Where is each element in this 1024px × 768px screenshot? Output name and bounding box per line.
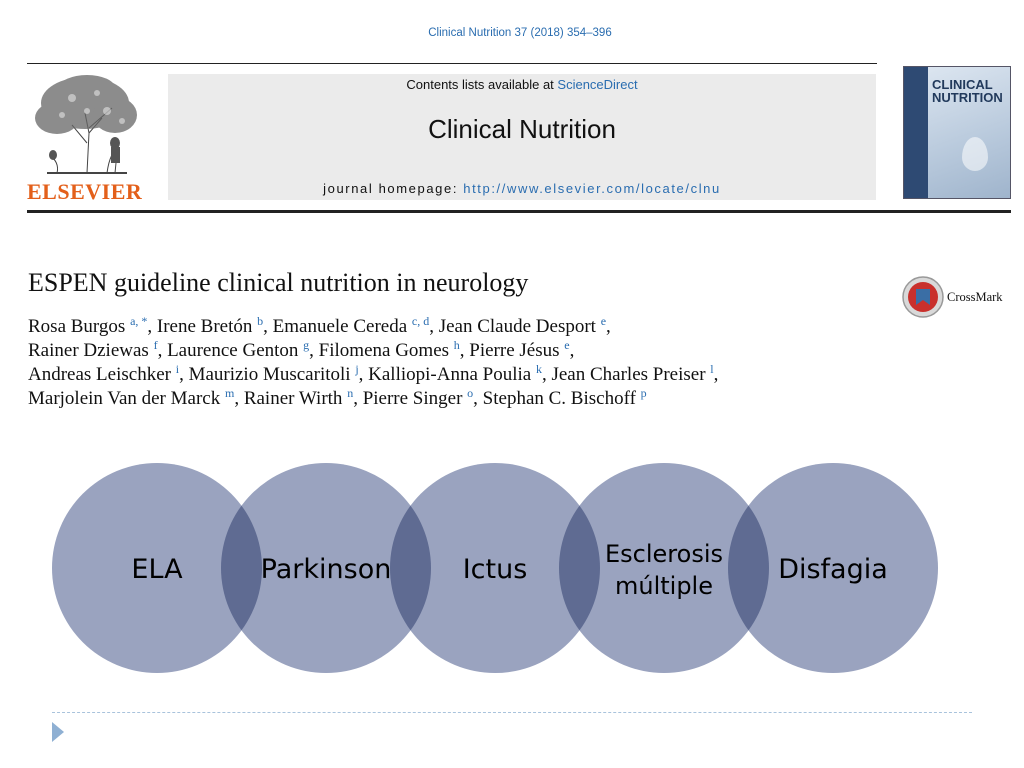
author-separator: , [179, 364, 189, 385]
author-separator: , [541, 364, 552, 385]
author-affiliation-link[interactable]: a, * [130, 314, 148, 328]
slide-divider [52, 712, 972, 713]
author-separator: , [157, 340, 168, 361]
author-name: Pierre Singer [362, 388, 468, 409]
author-name: Pierre Jésus [469, 340, 565, 361]
crossmark-label: CrossMark [947, 290, 1003, 304]
author-separator: , [459, 340, 470, 361]
author-name: Kalliopi-Anna Poulia [368, 364, 536, 385]
author-separator: , [353, 388, 363, 409]
cover-strip [904, 67, 928, 198]
author-affiliation-link[interactable]: b [257, 314, 264, 328]
author-separator: , [713, 364, 719, 385]
venn-label: Esclerosis [605, 540, 723, 568]
cover-title: CLINICAL NUTRITION [932, 77, 1003, 105]
author-name: Maurizio Muscaritoli [188, 364, 356, 385]
author-affiliation-link[interactable]: m [224, 386, 235, 400]
author-name: Jean Charles Preiser [551, 364, 711, 385]
bullet-arrow-icon [52, 722, 64, 742]
author-name: Stephan C. Bischoff [482, 388, 641, 409]
author-name: Rainer Dziewas [28, 340, 154, 361]
author-separator: , [429, 316, 439, 337]
author-line: Rainer Dziewas f, Laurence Genton g, Fil… [28, 339, 908, 363]
publisher-name: ELSEVIER [27, 179, 143, 204]
author-name: Filomena Gomes [318, 340, 454, 361]
author-name: Laurence Genton [167, 340, 304, 361]
journal-title: Clinical Nutrition [428, 114, 616, 144]
tree-engraving-icon [35, 75, 137, 174]
author-separator: , [473, 388, 483, 409]
author-affiliation-link[interactable]: e [600, 314, 607, 328]
venn-label: Parkinson [261, 554, 392, 585]
elsevier-logo: ELSEVIER [27, 73, 143, 204]
author-separator: , [234, 388, 244, 409]
author-name: Jean Claude Desport [438, 316, 601, 337]
venn-circle [52, 463, 262, 673]
author-affiliation-link[interactable]: e [564, 338, 570, 352]
contents-line: Contents lists available at ScienceDirec… [168, 77, 876, 92]
venn-label: Ictus [463, 554, 528, 585]
author-separator: , [358, 364, 369, 385]
crossmark-icon [902, 276, 944, 318]
author-line: Andreas Leischker i, Maurizio Muscaritol… [28, 363, 908, 387]
crossmark-badge[interactable]: CrossMark [901, 275, 1011, 319]
author-name: Marjolein Van der Marck [28, 388, 225, 409]
venn-label: ELA [131, 554, 183, 585]
contents-prefix: Contents lists available at [406, 77, 558, 92]
author-name: Andreas Leischker [28, 364, 176, 385]
journal-citation: Clinical Nutrition 37 (2018) 354–396 [428, 27, 612, 39]
author-separator: , [569, 340, 575, 361]
venn-circle [559, 463, 769, 673]
author-affiliation-link[interactable]: j [355, 362, 359, 376]
venn-label: múltiple [615, 572, 713, 600]
author-affiliation-link[interactable]: h [453, 338, 460, 352]
author-name: Rosa Burgos [28, 316, 131, 337]
author-affiliation-link[interactable]: g [303, 338, 310, 352]
article-title: ESPEN guideline clinical nutrition in ne… [28, 268, 529, 297]
venn-circle [390, 463, 600, 673]
author-separator: , [147, 316, 157, 337]
author-line: Marjolein Van der Marck m, Rainer Wirth … [28, 387, 908, 411]
venn-circle [221, 463, 431, 673]
author-name: Rainer Wirth [243, 388, 348, 409]
author-separator: , [309, 340, 319, 361]
header-rule-bottom [27, 210, 1011, 213]
topics-venn-diagram: ELA Parkinson Ictus Esclerosis múltiple Disfa… [52, 463, 938, 673]
homepage-url-link[interactable]: http://www.elsevier.com/locate/clnu [463, 181, 721, 196]
author-affiliation-link[interactable]: l [710, 362, 714, 376]
author-list: Rosa Burgos a, *, Irene Bretón b, Emanue… [28, 315, 908, 411]
author-separator: , [606, 316, 611, 337]
header-rule-top [27, 63, 877, 64]
sciencedirect-link[interactable]: ScienceDirect [557, 77, 638, 92]
journal-masthead: Contents lists available at ScienceDirec… [168, 74, 876, 200]
author-affiliation-link[interactable]: c, d [411, 314, 430, 328]
author-line: Rosa Burgos a, *, Irene Bretón b, Emanue… [28, 315, 908, 339]
author-affiliation-link[interactable]: f [153, 338, 158, 352]
droplet-icon [962, 137, 988, 171]
author-affiliation-link[interactable]: n [347, 386, 354, 400]
venn-label: Disfagia [778, 554, 888, 585]
author-affiliation-link[interactable]: p [640, 386, 647, 400]
journal-cover-thumbnail: CLINICAL NUTRITION [903, 66, 1011, 199]
author-affiliation-link[interactable]: k [535, 362, 542, 376]
venn-circle [728, 463, 938, 673]
author-name: Emanuele Cereda [272, 316, 412, 337]
author-affiliation-link[interactable]: o [467, 386, 474, 400]
homepage-prefix: journal homepage: [323, 181, 464, 196]
author-affiliation-link[interactable]: i [175, 362, 180, 376]
homepage-line: journal homepage: http://www.elsevier.co… [168, 181, 876, 196]
author-separator: , [263, 316, 273, 337]
author-name: Irene Bretón [156, 316, 258, 337]
